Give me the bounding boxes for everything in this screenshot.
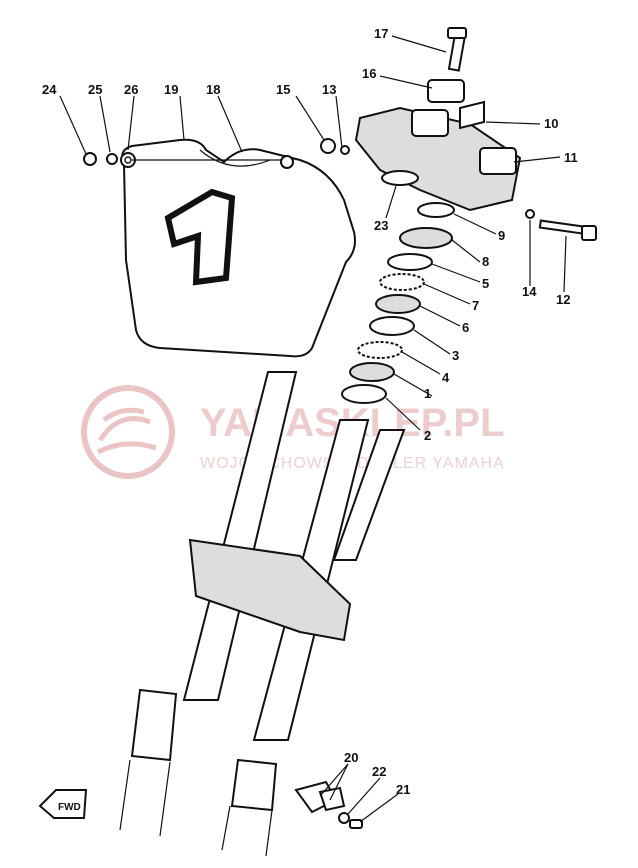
callout-14: 14 bbox=[522, 284, 537, 299]
callout-7: 7 bbox=[472, 298, 479, 313]
callout-6: 6 bbox=[462, 320, 469, 335]
callout-labels: 1 2 3 4 5 6 7 8 9 10 11 12 13 14 15 16 1… bbox=[42, 26, 578, 797]
callout-9: 9 bbox=[498, 228, 505, 243]
callout-5: 5 bbox=[482, 276, 489, 291]
plate-fasteners bbox=[83, 152, 136, 168]
callout-19: 19 bbox=[164, 82, 178, 97]
callout-23: 23 bbox=[374, 218, 388, 233]
callout-13: 13 bbox=[322, 82, 336, 97]
fwd-arrow: FWD bbox=[38, 789, 88, 819]
callout-22: 22 bbox=[372, 764, 386, 779]
callout-24: 24 bbox=[42, 82, 57, 97]
callout-18: 18 bbox=[206, 82, 220, 97]
bearing-stack bbox=[341, 170, 455, 404]
callout-4: 4 bbox=[442, 370, 450, 385]
callout-11: 11 bbox=[564, 150, 578, 165]
callout-12: 12 bbox=[556, 292, 570, 307]
callout-15: 15 bbox=[276, 82, 290, 97]
watermark: YAMASKLEP.PL WOJCIECHOWSKI DEALER YAMAHA bbox=[81, 385, 505, 479]
callout-16: 16 bbox=[362, 66, 376, 81]
number-plate: 1 bbox=[121, 138, 356, 358]
callout-2: 2 bbox=[424, 428, 431, 443]
fwd-label: FWD bbox=[58, 802, 81, 813]
upper-bracket bbox=[320, 27, 597, 241]
callout-3: 3 bbox=[452, 348, 459, 363]
callout-26: 26 bbox=[124, 82, 138, 97]
callout-8: 8 bbox=[482, 254, 489, 269]
cable-guide bbox=[294, 780, 363, 829]
callout-17: 17 bbox=[374, 26, 388, 41]
watermark-logo bbox=[81, 385, 175, 479]
front-fork bbox=[119, 371, 406, 857]
leader-lines bbox=[59, 35, 567, 823]
callout-21: 21 bbox=[396, 782, 410, 797]
callout-10: 10 bbox=[544, 116, 558, 131]
plate-number: 1 bbox=[203, 261, 204, 263]
callout-1: 1 bbox=[424, 386, 431, 401]
callout-20: 20 bbox=[344, 750, 358, 765]
callout-25: 25 bbox=[88, 82, 102, 97]
